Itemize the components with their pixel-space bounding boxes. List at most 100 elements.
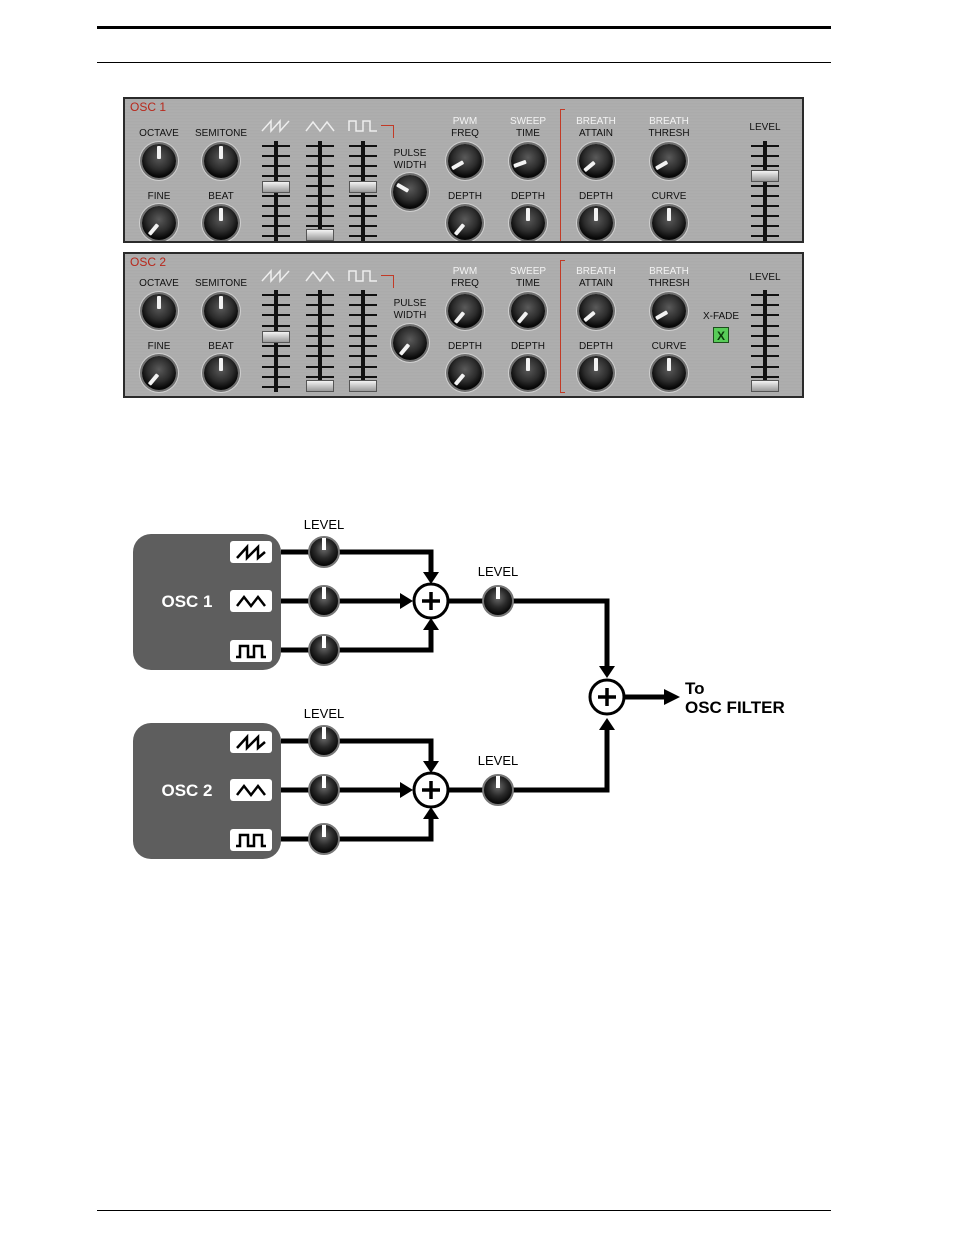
triangle-wave-box [230, 779, 272, 801]
fader-cap[interactable] [349, 380, 377, 392]
pwm-freq-knob[interactable] [448, 144, 482, 178]
osc1-block [133, 534, 281, 670]
triangle-wave-icon [305, 270, 335, 283]
curve-label: CURVE [651, 341, 687, 352]
pwm-depth-label: DEPTH [448, 191, 482, 202]
beat-knob[interactable] [204, 356, 238, 390]
osc2-block [133, 723, 281, 859]
breath-thresh-knob[interactable] [652, 144, 686, 178]
square-wave-icon [348, 120, 377, 132]
panel-title: OSC 2 [130, 255, 167, 269]
pulse-width-knob[interactable] [393, 326, 427, 360]
fader-cap[interactable] [306, 380, 334, 392]
sweep-depth-knob[interactable] [511, 206, 545, 240]
breath-attain-knob[interactable] [579, 294, 613, 328]
triangle-wave-icon [305, 120, 335, 133]
xfade-label: X-FADE [702, 311, 740, 322]
pwm-freq-label: PWM FREQ [451, 116, 479, 140]
fader-cap[interactable] [306, 229, 334, 241]
beat-label: BEAT [208, 341, 234, 352]
osc1-level-fader[interactable] [748, 141, 782, 241]
osc2-level-knob [482, 774, 514, 806]
breath-depth-knob[interactable] [579, 356, 613, 390]
osc1-panel: OSC 1 OCTAVE SEMITONE FINE BEAT PULSE WI… [123, 97, 804, 243]
pwm-freq-knob[interactable] [448, 294, 482, 328]
fine-knob[interactable] [142, 356, 176, 390]
curve-label: CURVE [651, 191, 687, 202]
saw-wave-icon [236, 543, 266, 562]
osc2-level-fader[interactable] [748, 290, 782, 392]
triangle-level-fader[interactable] [303, 290, 337, 392]
pwm-depth-knob[interactable] [448, 206, 482, 240]
osc1-tri-level-knob [308, 585, 340, 617]
sweep-word: SWEEP [509, 116, 547, 127]
sweep-time-knob[interactable] [511, 294, 545, 328]
xfade-toggle[interactable]: X [713, 327, 729, 343]
breath-thresh-label: BREATH THRESH [648, 116, 689, 140]
width-word: WIDTH [393, 310, 427, 321]
breath-bracket [560, 109, 565, 241]
octave-label: OCTAVE [139, 128, 179, 139]
octave-knob[interactable] [142, 144, 176, 178]
fine-label: FINE [147, 341, 171, 352]
curve-knob[interactable] [652, 356, 686, 390]
semitone-knob[interactable] [204, 144, 238, 178]
pulse-word: PULSE [393, 298, 427, 309]
breath-thresh-knob[interactable] [652, 294, 686, 328]
breath-word: BREATH [576, 266, 616, 277]
osc1-label: OSC 1 [161, 592, 212, 611]
square-wave-box [230, 640, 272, 662]
semitone-label: SEMITONE [194, 128, 248, 139]
semitone-knob[interactable] [204, 294, 238, 328]
curve-knob[interactable] [652, 206, 686, 240]
pulse-width-link-line [381, 275, 394, 288]
breath-attain-knob[interactable] [579, 144, 613, 178]
saw-level-fader[interactable] [259, 141, 293, 241]
footer-rule [97, 1210, 831, 1211]
fine-knob[interactable] [142, 206, 176, 240]
square-wave-box [230, 829, 272, 851]
thresh-word: THRESH [648, 128, 690, 139]
fader-cap[interactable] [751, 170, 779, 183]
breath-depth-label: DEPTH [579, 341, 613, 352]
breath-thresh-label: BREATH THRESH [648, 266, 689, 290]
pulse-width-label: PULSE WIDTH [394, 298, 427, 322]
sweep-depth-knob[interactable] [511, 356, 545, 390]
octave-label: OCTAVE [139, 278, 179, 289]
final-mixer-sum [588, 678, 626, 716]
osc2-wave-level-label: LEVEL [304, 706, 344, 721]
freq-word: FREQ [451, 128, 479, 139]
triangle-wave-icon [236, 594, 266, 609]
pwm-depth-label: DEPTH [448, 341, 482, 352]
fader-cap[interactable] [349, 180, 377, 193]
freq-word: FREQ [451, 278, 479, 289]
beat-knob[interactable] [204, 206, 238, 240]
saw-level-fader[interactable] [259, 290, 293, 392]
panel-title: OSC 1 [130, 100, 167, 114]
sweep-time-knob[interactable] [511, 144, 545, 178]
square-wave-icon [236, 644, 266, 659]
osc2-mixer-sum [412, 771, 450, 809]
triangle-wave-icon [236, 783, 266, 798]
osc2-panel: OSC 2 OCTAVE SEMITONE FINE BEAT PULSE WI… [123, 252, 804, 398]
square-level-fader[interactable] [346, 290, 380, 392]
breath-depth-knob[interactable] [579, 206, 613, 240]
osc1-wave-level-label: LEVEL [304, 517, 344, 532]
fader-cap[interactable] [751, 380, 779, 392]
triangle-level-fader[interactable] [303, 141, 337, 241]
pulse-word: PULSE [393, 148, 427, 159]
fader-cap[interactable] [262, 330, 290, 343]
fader-cap[interactable] [262, 180, 290, 193]
osc2-level-label: LEVEL [478, 753, 518, 768]
saw-wave-icon [261, 269, 290, 283]
osc2-tri-level-knob [308, 774, 340, 806]
octave-knob[interactable] [142, 294, 176, 328]
time-word: TIME [516, 278, 540, 289]
osc2-label: OSC 2 [161, 781, 212, 800]
square-level-fader[interactable] [346, 141, 380, 241]
pulse-width-knob[interactable] [393, 175, 427, 209]
square-wave-icon [348, 270, 377, 282]
pwm-depth-knob[interactable] [448, 356, 482, 390]
square-wave-icon [236, 833, 266, 848]
output-destination-label: OSC FILTER [685, 698, 785, 717]
